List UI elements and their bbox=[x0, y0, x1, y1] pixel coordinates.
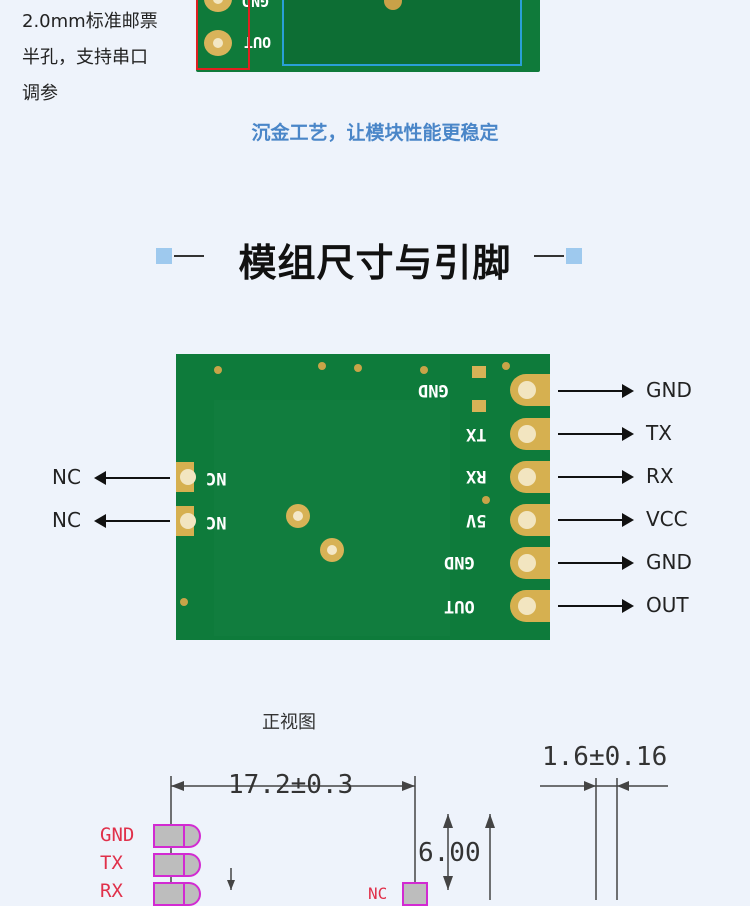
title-decoration-square bbox=[156, 248, 172, 264]
drawing-pin bbox=[153, 824, 201, 848]
via-dot bbox=[482, 496, 490, 504]
pcb-closeup-image: GND OUT bbox=[196, 0, 540, 72]
pin-arrow bbox=[94, 514, 170, 528]
feature-description: 2.0mm标准邮票 半孔，支持串口 调参 bbox=[22, 4, 192, 112]
pin-arrow bbox=[94, 471, 170, 485]
smd-pad bbox=[472, 366, 486, 378]
width-dimension: 17.2±0.3 bbox=[228, 770, 354, 800]
view-title: 正视图 bbox=[262, 712, 316, 733]
board-pin-label: RX bbox=[466, 466, 487, 486]
title-decoration-square bbox=[566, 248, 582, 264]
tagline: 沉金工艺，让模块性能更稳定 bbox=[251, 122, 499, 144]
pin-pad bbox=[176, 506, 196, 536]
board-pin-label: GND bbox=[418, 380, 449, 400]
pin-pad bbox=[176, 462, 196, 492]
title-decoration-line bbox=[174, 255, 204, 257]
pin-arrow bbox=[558, 599, 634, 613]
board-pin-label: OUT bbox=[444, 596, 475, 616]
board-pin-label: 5V bbox=[466, 510, 487, 530]
feature-line: 半孔，支持串口 bbox=[22, 47, 148, 68]
pin-name: NC bbox=[52, 508, 81, 532]
via-dot bbox=[384, 0, 402, 10]
board-pin-label: GND bbox=[444, 552, 475, 572]
via-dot bbox=[180, 598, 188, 606]
mounting-via bbox=[286, 504, 310, 528]
via-dot bbox=[318, 362, 326, 370]
pin-name: OUT bbox=[646, 593, 689, 617]
shield-outline bbox=[282, 0, 522, 66]
pin-name: NC bbox=[52, 465, 81, 489]
pin-pad bbox=[510, 461, 550, 493]
shield-area bbox=[214, 400, 450, 636]
drawing-pin bbox=[153, 882, 201, 906]
highlight-box bbox=[196, 0, 250, 70]
pin-arrow bbox=[558, 556, 634, 570]
pin-arrow bbox=[558, 470, 634, 484]
offset-dimension: 6.00 bbox=[418, 838, 481, 868]
stamp-hole-pad bbox=[204, 30, 232, 56]
pin-pad bbox=[510, 374, 550, 406]
board-pin-label: NC bbox=[206, 468, 227, 488]
drawing-pin-label: TX bbox=[100, 852, 123, 874]
pin-pad bbox=[510, 418, 550, 450]
stamp-hole-pad bbox=[204, 0, 232, 12]
via-dot bbox=[420, 366, 428, 374]
pin-pad bbox=[510, 504, 550, 536]
thickness-dimension: 1.6±0.16 bbox=[542, 742, 668, 772]
pin-name: VCC bbox=[646, 507, 688, 531]
pin-arrow bbox=[558, 427, 634, 441]
title-decoration-line bbox=[534, 255, 564, 257]
pin-arrow bbox=[558, 384, 634, 398]
via-dot bbox=[214, 366, 222, 374]
board-pin-label: TX bbox=[466, 424, 487, 444]
section-title: 模组尺寸与引脚 bbox=[238, 241, 512, 285]
pin-pad bbox=[510, 590, 550, 622]
smd-pad bbox=[472, 400, 486, 412]
pin-arrow bbox=[558, 513, 634, 527]
feature-line: 2.0mm标准邮票 bbox=[22, 11, 158, 32]
module-board-image: GND TX RX 5V GND OUT NC NC bbox=[176, 354, 550, 640]
via-dot bbox=[354, 364, 362, 372]
board-pin-label: NC bbox=[206, 512, 227, 532]
feature-line: 调参 bbox=[22, 83, 58, 104]
pin-name: GND bbox=[646, 378, 692, 402]
drawing-pin-label: GND bbox=[100, 824, 135, 846]
via-dot bbox=[502, 362, 510, 370]
pin-name: RX bbox=[646, 464, 674, 488]
drawing-pin bbox=[153, 853, 201, 877]
pin-pad bbox=[510, 547, 550, 579]
drawing-nc-pin bbox=[402, 882, 428, 906]
mounting-via bbox=[320, 538, 344, 562]
drawing-pin-label: RX bbox=[100, 880, 123, 902]
drawing-nc-label: NC bbox=[368, 884, 388, 903]
pin-name: TX bbox=[646, 421, 672, 445]
pin-name: GND bbox=[646, 550, 692, 574]
